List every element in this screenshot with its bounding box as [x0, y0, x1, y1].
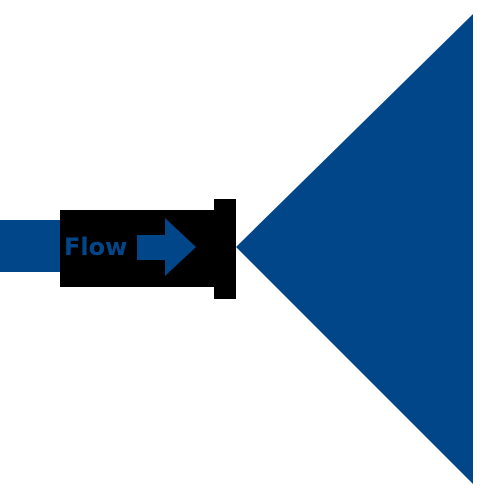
- flow-label: Flow: [64, 233, 127, 261]
- spray-cone: [236, 14, 473, 484]
- nozzle-flange: [214, 199, 236, 299]
- arrow-right-icon: [137, 218, 196, 276]
- inlet-pipe: [0, 220, 64, 272]
